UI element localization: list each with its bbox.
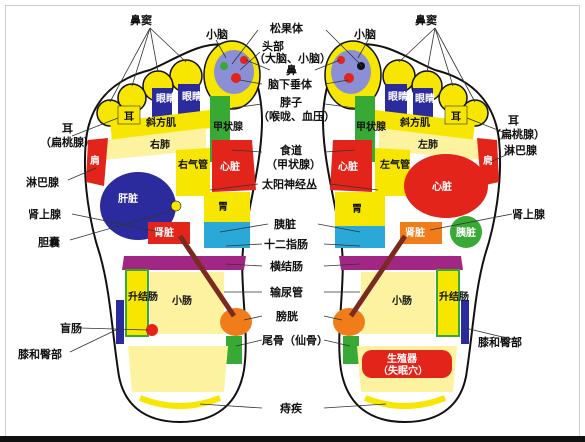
label-ureter: 输尿管 <box>270 285 303 299</box>
label-hemorrhoids: 痔疾 <box>280 401 302 415</box>
zone-kidney-right: 肾脏 <box>154 226 174 239</box>
label-lymph-left: 淋巴腺 <box>504 143 538 157</box>
label-knee-hip-left: 膝和臀部 <box>478 335 522 349</box>
zone-genital-sub: （失眠穴） <box>378 364 428 377</box>
right-pancreas-zone <box>204 222 250 248</box>
zone-small-intestine-right: 小肠 <box>171 294 192 307</box>
label-adrenal-right: 肾上腺 <box>28 207 62 221</box>
left-knee-hip-zone <box>461 300 469 344</box>
left-pineal-dot <box>357 62 365 70</box>
zone-heart-left-small: 心脏 <box>338 160 358 173</box>
right-knee-hip-zone <box>116 300 124 344</box>
label-head-sub: （大脑、小脑） <box>254 51 331 65</box>
label-adrenal-left: 肾上腺 <box>512 207 546 221</box>
label-pituitary: 脑下垂体 <box>268 77 313 91</box>
zone-ear-right: 耳 <box>124 111 134 123</box>
label-sinus-right: 鼻窦 <box>130 13 152 27</box>
zone-genital: 生殖器 <box>387 352 418 365</box>
left-transverse-colon <box>339 256 463 270</box>
zone-eye-right-b: 眼睛 <box>182 90 202 103</box>
zone-stomach-right: 胃 <box>218 201 228 213</box>
label-duodenum: 十二指肠 <box>264 237 308 251</box>
right-transverse-colon <box>122 256 246 270</box>
label-bladder: 膀胱 <box>275 309 298 323</box>
zone-ear-left: 耳 <box>451 111 461 123</box>
label-esophagus-sub: （甲状腺） <box>266 157 321 171</box>
right-gallbladder-dot <box>171 201 181 211</box>
zone-lung-left: 左肺 <box>417 138 438 151</box>
left-head-zone <box>331 50 371 94</box>
zone-pancreas-left: 胰脏 <box>456 226 476 239</box>
right-pineal-dot <box>220 62 228 70</box>
zone-shoulder-left: 肩 <box>483 154 493 167</box>
label-transverse-colon: 横结肠 <box>270 259 303 273</box>
right-foot: 眼睛 眼睛 耳 斜方肌 右肺 肩 甲状腺 右气管 心脏 肝脏 胃 肾脏 升结肠 … <box>85 41 262 422</box>
left-descending-colon <box>437 270 459 336</box>
label-lymph-right: 淋巴腺 <box>26 175 60 189</box>
label-head: 头部 <box>262 39 284 53</box>
zone-trapezius-right: 斜方肌 <box>145 116 176 129</box>
zone-shoulder-right: 肩 <box>90 154 100 167</box>
zone-trapezius-left: 斜方肌 <box>399 116 430 129</box>
label-cecum: 盲肠 <box>60 321 82 335</box>
left-bladder-zone <box>333 308 365 336</box>
label-cerebellum-left: 小脑 <box>353 27 376 41</box>
label-ear-right: 耳 <box>62 122 73 135</box>
left-pituitary-dot <box>344 73 354 83</box>
label-esophagus: 食道 <box>280 143 302 157</box>
zone-kidney-left: 肾脏 <box>405 226 425 239</box>
label-ear-sub-left: （扁桃腺） <box>490 127 545 141</box>
label-ear-sub-right: （扁桃腺） <box>40 135 95 149</box>
zone-trachea-right: 右气管 <box>177 158 208 171</box>
zone-eye-left-a: 眼睛 <box>388 90 408 103</box>
zone-eye-left-b: 眼睛 <box>415 92 435 105</box>
zone-thyroid-right: 甲状腺 <box>213 120 244 133</box>
label-coccyx: 尾骨（仙骨） <box>261 333 328 347</box>
zone-stomach-left: 胃 <box>352 203 362 215</box>
label-solar-plexus: 太阳神经丛 <box>261 177 317 191</box>
zone-small-intestine-left: 小肠 <box>391 294 412 307</box>
right-coccyx-zone <box>226 336 242 364</box>
bottom-bar <box>0 436 585 442</box>
zone-heart-right: 心脏 <box>220 160 240 173</box>
label-cerebellum-right: 小脑 <box>205 27 228 41</box>
label-pancreas: 胰脏 <box>273 217 296 231</box>
zone-ascending-colon: 升结肠 <box>128 290 158 303</box>
label-nose: 鼻 <box>286 63 297 77</box>
label-neck-sub: （喉咙、血压） <box>258 109 335 123</box>
zone-lung-right: 右肺 <box>149 138 170 151</box>
zone-heart-left: 心脏 <box>432 180 452 193</box>
right-heel-zone <box>128 346 228 392</box>
left-coccyx-zone <box>343 336 359 364</box>
label-neck: 脖子 <box>279 95 302 109</box>
right-bladder-zone <box>220 308 252 336</box>
right-head-zone <box>214 50 254 94</box>
left-foot: 眼睛 眼睛 耳 斜方肌 左肺 肩 甲状腺 左气管 心脏 心脏 胃 肾脏 胰脏 升… <box>323 41 500 422</box>
label-sinus-left: 鼻窦 <box>415 13 437 27</box>
label-pineal: 松果体 <box>270 21 304 35</box>
right-ascending-colon <box>126 270 148 336</box>
zone-descending-colon: 升结肠 <box>439 290 469 303</box>
zone-trachea-left: 左气管 <box>379 158 410 171</box>
right-trachea-zone <box>176 148 210 196</box>
zone-thyroid-left: 甲状腺 <box>356 120 387 133</box>
left-nose-dot <box>337 56 345 64</box>
right-pituitary-dot <box>231 73 241 83</box>
zone-eye-right-a: 眼睛 <box>156 92 176 105</box>
label-gallbladder: 胆囊 <box>38 235 61 249</box>
zone-liver-right: 肝脏 <box>118 192 138 205</box>
label-knee-hip-right: 膝和臀部 <box>18 347 62 361</box>
label-ear-left: 耳 <box>508 114 519 127</box>
